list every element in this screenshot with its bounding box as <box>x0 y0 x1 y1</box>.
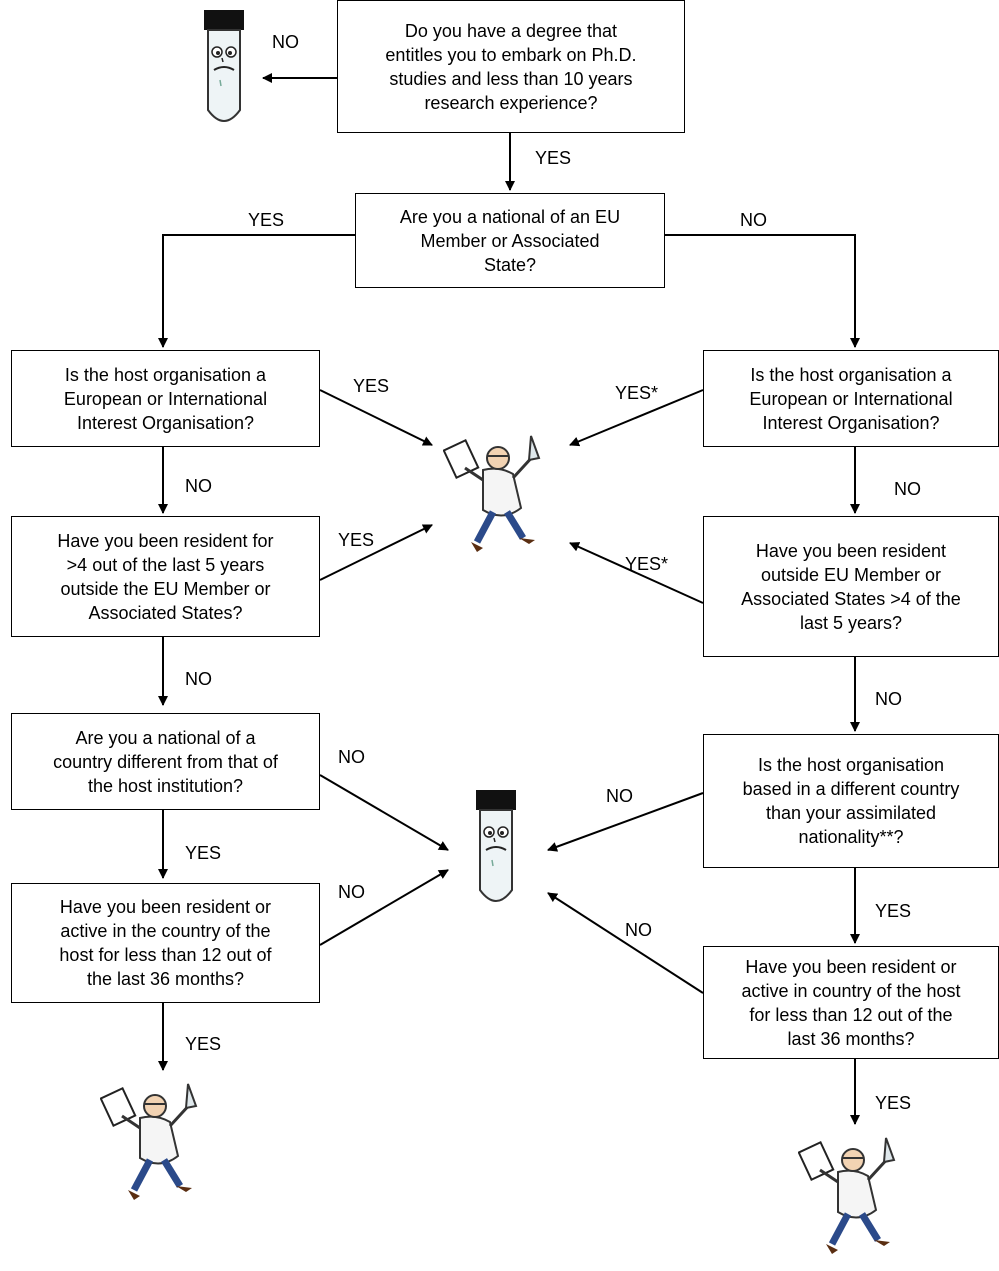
label-yes-star: YES* <box>625 554 669 574</box>
arrow-l3-no <box>319 774 449 851</box>
question-eu-national: Are you a national of an EU Member or As… <box>355 193 665 288</box>
question-right-host-org-text: Is the host organisation a European or I… <box>749 364 953 433</box>
arrow-q2-yes <box>158 234 355 348</box>
question-left-host-org-text: Is the host organisation a European or I… <box>63 364 268 433</box>
question-left-active-text: Have you been resident or active in the … <box>59 897 272 989</box>
question-right-nationality-text: Is the host organisation based in a diff… <box>742 755 960 847</box>
arrow-r2-yes <box>569 542 704 604</box>
label-yes: YES <box>248 210 285 230</box>
arrow-l2-yes <box>319 524 433 581</box>
label-no: NO <box>625 920 652 940</box>
arrow-r4-no <box>547 892 704 994</box>
test-tube-face-icon <box>476 790 516 902</box>
label-yes: YES <box>875 901 912 921</box>
label-yes: YES <box>185 1034 222 1054</box>
label-no: NO <box>185 476 212 496</box>
label-no: NO <box>875 689 902 709</box>
question-right-residence-text: Have you been resident outside EU Member… <box>741 540 961 633</box>
label-no: NO <box>338 882 365 902</box>
test-tube-face-icon <box>204 10 244 122</box>
question-degree-text: Do you have a degree that entitles you t… <box>385 20 637 113</box>
label-yes: YES <box>535 148 572 168</box>
scientist-running-icon <box>443 435 541 552</box>
label-no: NO <box>894 479 921 499</box>
question-right-residence: Have you been resident outside EU Member… <box>703 516 999 657</box>
label-yes: YES <box>185 843 222 863</box>
arrow-l4-no <box>319 869 449 946</box>
question-right-host-org: Is the host organisation a European or I… <box>703 350 999 447</box>
question-degree: Do you have a degree that entitles you t… <box>337 0 685 133</box>
question-left-residence-text: Have you been resident for >4 out of the… <box>57 530 274 623</box>
question-left-host-org: Is the host organisation a European or I… <box>11 350 320 447</box>
label-yes: YES <box>353 376 390 396</box>
question-right-nationality: Is the host organisation based in a diff… <box>703 734 999 868</box>
question-left-active: Have you been resident or active in the … <box>11 883 320 1003</box>
label-yes: YES <box>338 530 375 550</box>
question-eu-national-text: Are you a national of an EU Member or As… <box>399 206 621 275</box>
label-no: NO <box>606 786 633 806</box>
scientist-running-icon <box>798 1137 896 1254</box>
arrow-l1-yes <box>319 389 433 446</box>
question-left-residence: Have you been resident for >4 out of the… <box>11 516 320 637</box>
label-yes-star: YES* <box>615 383 659 403</box>
arrow-r1-yes <box>569 389 704 447</box>
label-no: NO <box>740 210 767 230</box>
question-right-active: Have you been resident or active in coun… <box>703 946 999 1059</box>
label-no: NO <box>338 747 365 767</box>
arrow-q2-no <box>665 234 860 348</box>
question-right-active-text: Have you been resident or active in coun… <box>741 956 961 1049</box>
label-no: NO <box>185 669 212 689</box>
scientist-running-icon <box>100 1083 198 1200</box>
arrow-r3-no <box>547 792 704 852</box>
label-yes: YES <box>875 1093 912 1113</box>
label-no: NO <box>272 32 299 52</box>
question-left-national-text: Are you a national of a country differen… <box>53 727 278 796</box>
question-left-national: Are you a national of a country differen… <box>11 713 320 810</box>
